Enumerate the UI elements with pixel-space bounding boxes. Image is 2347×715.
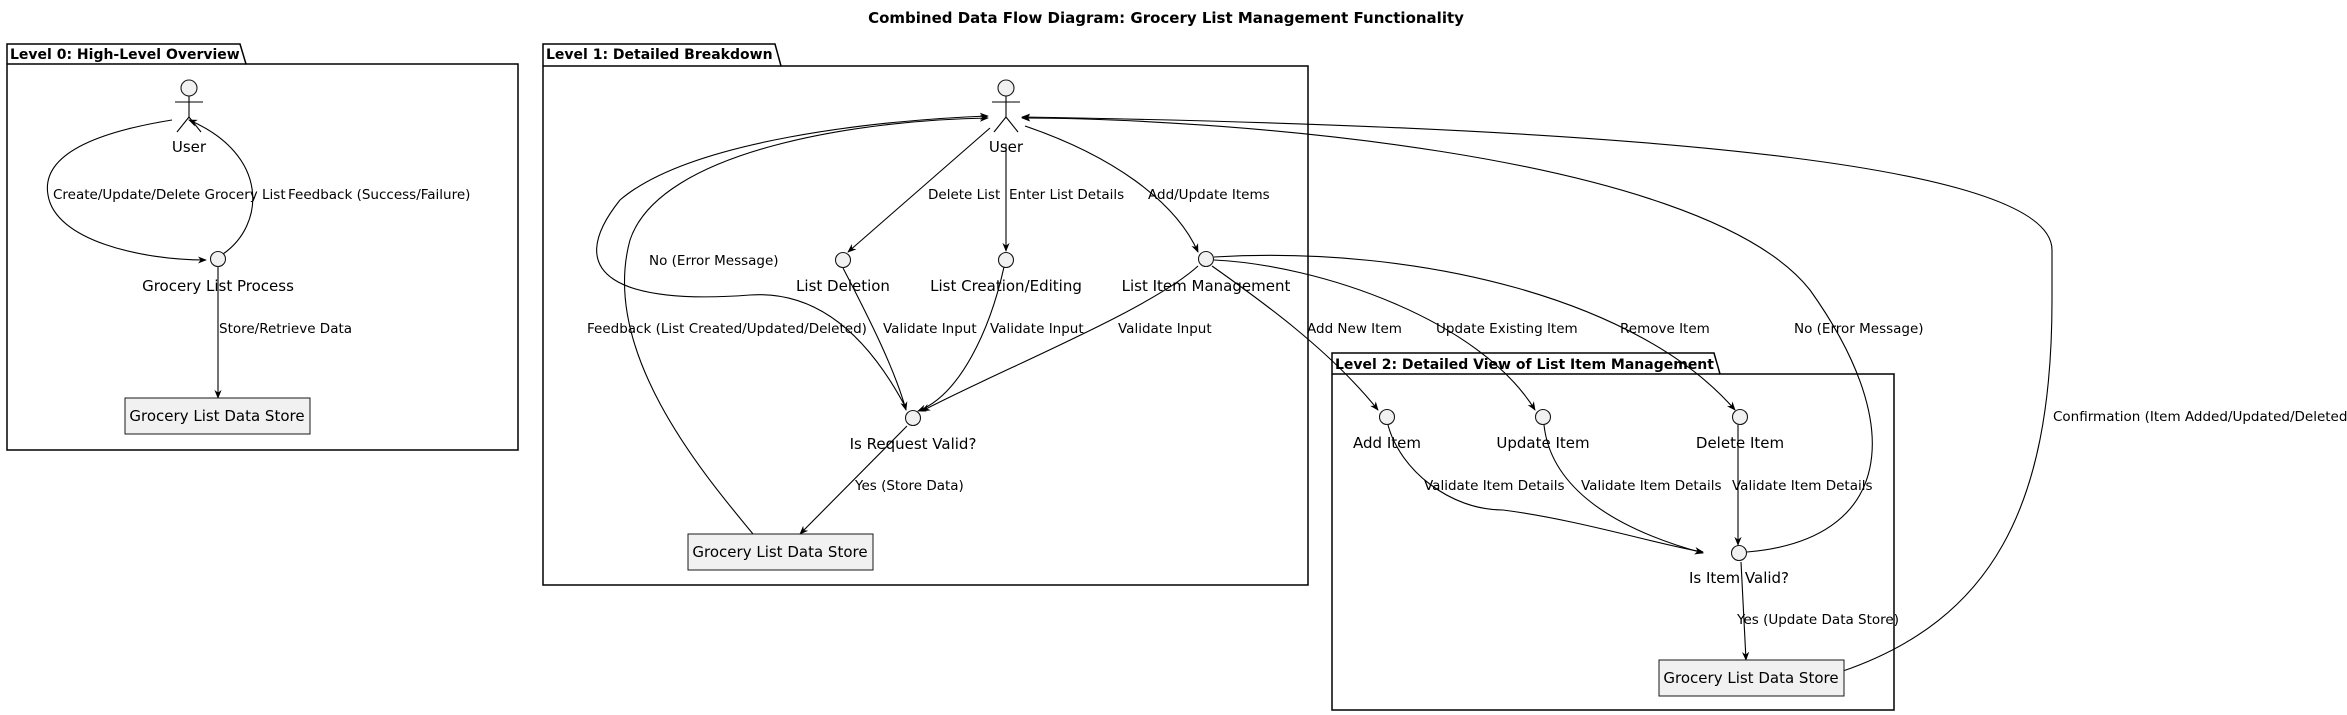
- label-l0-create: Create/Update/Delete Grocery List: [53, 187, 286, 203]
- l2-store-label: Grocery List Data Store: [1663, 669, 1838, 687]
- edge-l1-delete-list: [847, 127, 991, 253]
- edge-l1-validate-3: [921, 265, 1199, 412]
- package-level-0: Level 0: High-Level Overview: [6, 43, 519, 451]
- label-l2-validate-3: Validate Item Details: [1732, 478, 1873, 494]
- edge-l1-yes-store: [799, 425, 908, 535]
- label-l1-validate-3: Validate Input: [1118, 321, 1212, 337]
- label-l2-validate-2: Validate Item Details: [1581, 478, 1722, 494]
- process-circle-icon: [997, 251, 1015, 269]
- label-l2-validate-1: Validate Item Details: [1424, 478, 1565, 494]
- l1-request-valid: Is Request Valid?: [850, 409, 977, 453]
- package-level-1: Level 1: Detailed Breakdown: [542, 43, 1309, 586]
- l1-deletion-label: List Deletion: [796, 277, 890, 295]
- edge-l2-validate-1: [1387, 424, 1704, 555]
- package-level-2: Level 2: Detailed View of List Item Mana…: [1331, 352, 1895, 711]
- diagram-title: Combined Data Flow Diagram: Grocery List…: [868, 9, 1464, 27]
- l1-list-deletion: List Deletion: [796, 251, 890, 295]
- l0-process-label: Grocery List Process: [142, 277, 294, 295]
- label-l0-feedback: Feedback (Success/Failure): [288, 187, 470, 203]
- l1-store-label: Grocery List Data Store: [692, 543, 867, 561]
- l1-item-mgmt-label: List Item Management: [1122, 277, 1291, 295]
- l2-data-store: Grocery List Data Store: [1658, 659, 1845, 697]
- l1-user-label: User: [989, 138, 1024, 156]
- label-l1-no-error: No (Error Message): [649, 253, 779, 269]
- edge-l0-create: [46, 119, 207, 264]
- edge-l1-feedback: [624, 114, 989, 535]
- edge-l2-yes-update: [1740, 561, 1750, 661]
- label-l1-yes-store: Yes (Store Data): [854, 478, 964, 494]
- l1-data-store: Grocery List Data Store: [687, 533, 874, 571]
- l2-delete-label: Delete Item: [1696, 434, 1784, 452]
- label-l2-update-existing: Update Existing Item: [1436, 321, 1578, 337]
- label-l2-yes-update: Yes (Update Data Store): [1736, 612, 1899, 628]
- label-l1-add-update: Add/Update Items: [1148, 187, 1270, 203]
- process-circle-icon: [1378, 408, 1396, 426]
- l0-grocery-process: Grocery List Process: [142, 250, 294, 295]
- edge-l2-no-error: [1021, 114, 1873, 553]
- label-l1-delete-list: Delete List: [928, 187, 1000, 203]
- l0-store-label: Grocery List Data Store: [129, 407, 304, 425]
- edge-l2-validate-2: [1543, 424, 1704, 555]
- edge-l1-no-error: [596, 112, 989, 409]
- l2-item-valid: Is Item Valid?: [1689, 544, 1789, 587]
- l2-add-item: Add Item: [1353, 408, 1421, 452]
- label-l1-validate-1: Validate Input: [883, 321, 977, 337]
- edge-l1-add-update: [1024, 125, 1199, 253]
- l1-valid-label: Is Request Valid?: [850, 435, 977, 453]
- label-l2-add-new: Add New Item: [1307, 321, 1402, 337]
- edge-l0-feedback: [188, 119, 254, 255]
- l1-list-item-management: List Item Management: [1122, 250, 1291, 295]
- label-l1-enter-details: Enter List Details: [1009, 187, 1124, 203]
- edge-l1-validate-1: [842, 267, 908, 411]
- decision-circle-icon: [904, 409, 922, 427]
- l2-update-item: Update Item: [1496, 408, 1590, 452]
- label-l1-feedback: Feedback (List Created/Updated/Deleted): [587, 321, 867, 337]
- l2-delete-item: Delete Item: [1696, 408, 1784, 452]
- l2-update-label: Update Item: [1496, 434, 1589, 452]
- edge-l2-add-new: [1211, 265, 1379, 411]
- user-icon: [992, 79, 1020, 133]
- l0-data-store: Grocery List Data Store: [124, 397, 311, 435]
- process-circle-icon: [1534, 408, 1552, 426]
- l1-list-creation: List Creation/Editing: [930, 251, 1082, 295]
- process-circle-icon: [834, 251, 852, 269]
- label-l1-validate-2: Validate Input: [990, 321, 1084, 337]
- process-circle-icon: [1731, 408, 1749, 426]
- process-circle-icon: [209, 250, 227, 268]
- package-level-1-label: Level 1: Detailed Breakdown: [546, 47, 773, 63]
- l2-add-label: Add Item: [1353, 434, 1421, 452]
- package-level-0-label: Level 0: High-Level Overview: [10, 47, 240, 63]
- edge-l1-validate-2: [917, 266, 1005, 412]
- process-circle-icon: [1197, 250, 1215, 268]
- l1-creation-label: List Creation/Editing: [930, 277, 1082, 295]
- l0-user-actor: User: [172, 79, 207, 156]
- user-icon: [175, 79, 203, 133]
- decision-circle-icon: [1730, 544, 1748, 562]
- edge-l2-confirmation: [1021, 113, 2053, 672]
- edge-l2-remove: [1213, 254, 1736, 411]
- label-l2-confirmation: Confirmation (Item Added/Updated/Deleted…: [2053, 409, 2347, 425]
- l1-user-actor: User: [989, 79, 1024, 156]
- label-l2-remove: Remove Item: [1620, 321, 1710, 337]
- edge-l2-update-existing: [1213, 259, 1536, 411]
- label-l2-no-error: No (Error Message): [1794, 321, 1924, 337]
- label-l0-store: Store/Retrieve Data: [219, 321, 352, 337]
- package-level-2-label: Level 2: Detailed View of List Item Mana…: [1335, 357, 1714, 373]
- l0-user-label: User: [172, 138, 207, 156]
- l2-valid-label: Is Item Valid?: [1689, 569, 1789, 587]
